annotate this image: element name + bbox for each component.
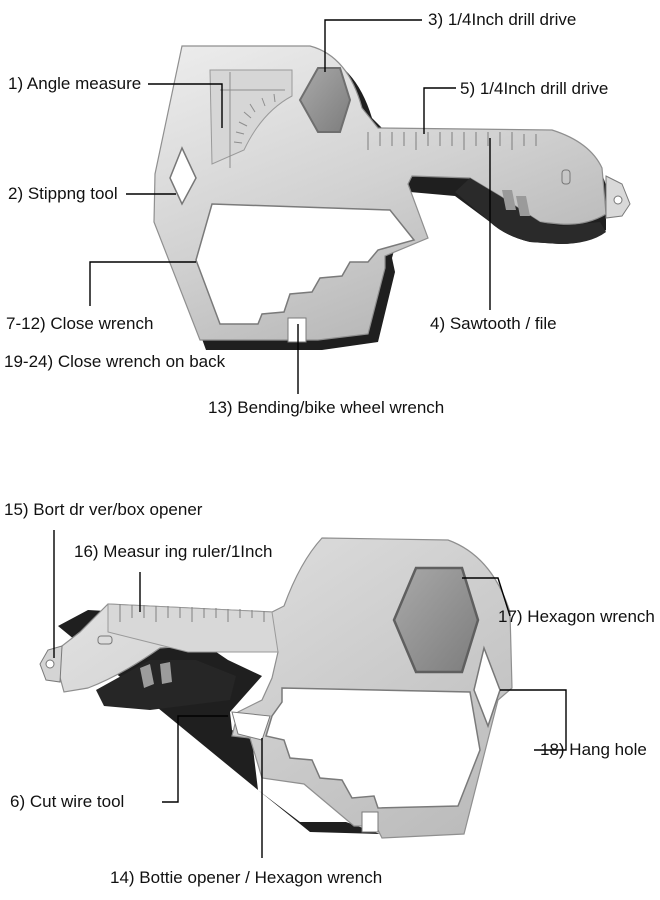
sawtooth-file: [455, 178, 606, 244]
bottom-tool-shadow: [58, 610, 380, 834]
bottom-leader-lines: [53, 530, 567, 858]
top-multitool: [153, 45, 631, 350]
bottom-sawtooth-teeth: [140, 662, 172, 688]
top-leader-lines: [89, 19, 491, 394]
label-screwdriver-box-opener: 15) Bort dr ver/box opener: [4, 500, 203, 519]
label-bending-wrench: 13) Bending/bike wheel wrench: [208, 398, 445, 417]
label-stripping-tool: 2) Stippng tool: [8, 184, 118, 203]
label-hexagon-wrench: 17) Hexagon wrench: [498, 607, 655, 626]
close-wrench-opening: [195, 203, 416, 325]
measuring-ruler: [107, 603, 279, 653]
stripping-tool-notch: [169, 146, 197, 206]
bottle-opener-notch: [361, 811, 379, 833]
hang-hole: [473, 645, 501, 729]
angle-measure-ticks: [220, 72, 285, 168]
bottom-slot: [97, 635, 113, 645]
label-hang-hole: 18) Hang hole: [540, 740, 647, 759]
top-drill-hole: [613, 195, 623, 205]
top-ruler-ticks: [367, 132, 537, 150]
bending-wrench-notch: [287, 317, 307, 343]
label-close-wrench: 7-12) Close wrench: [6, 314, 154, 333]
top-hexagon-hole: [298, 67, 352, 133]
label-measuring-ruler: 16) Measur ing ruler/1Inch: [74, 542, 273, 561]
label-drill-drive-3: 3) 1/4Inch drill drive: [428, 10, 577, 29]
sawtooth-teeth: [502, 190, 530, 216]
label-angle-measure: 1) Angle measure: [8, 74, 142, 93]
top-slot: [561, 169, 571, 185]
bottom-tip-hole: [45, 659, 55, 669]
bottom-multitool: [39, 537, 513, 839]
label-cut-wire-tool: 6) Cut wire tool: [10, 792, 125, 811]
label-sawtooth-file: 4) Sawtooth / file: [430, 314, 557, 333]
bottom-wrench-opening: [265, 687, 481, 809]
label-drill-drive-5: 5) 1/4Inch drill drive: [460, 79, 609, 98]
label-close-wrench-back: 19-24) Close wrench on back: [4, 352, 226, 371]
label-bottle-opener: 14) Bottie opener / Hexagon wrench: [110, 868, 383, 887]
hexagon-wrench: [392, 566, 480, 674]
bottom-ruler-ticks: [119, 604, 265, 622]
bottom-sawtooth: [96, 660, 236, 710]
